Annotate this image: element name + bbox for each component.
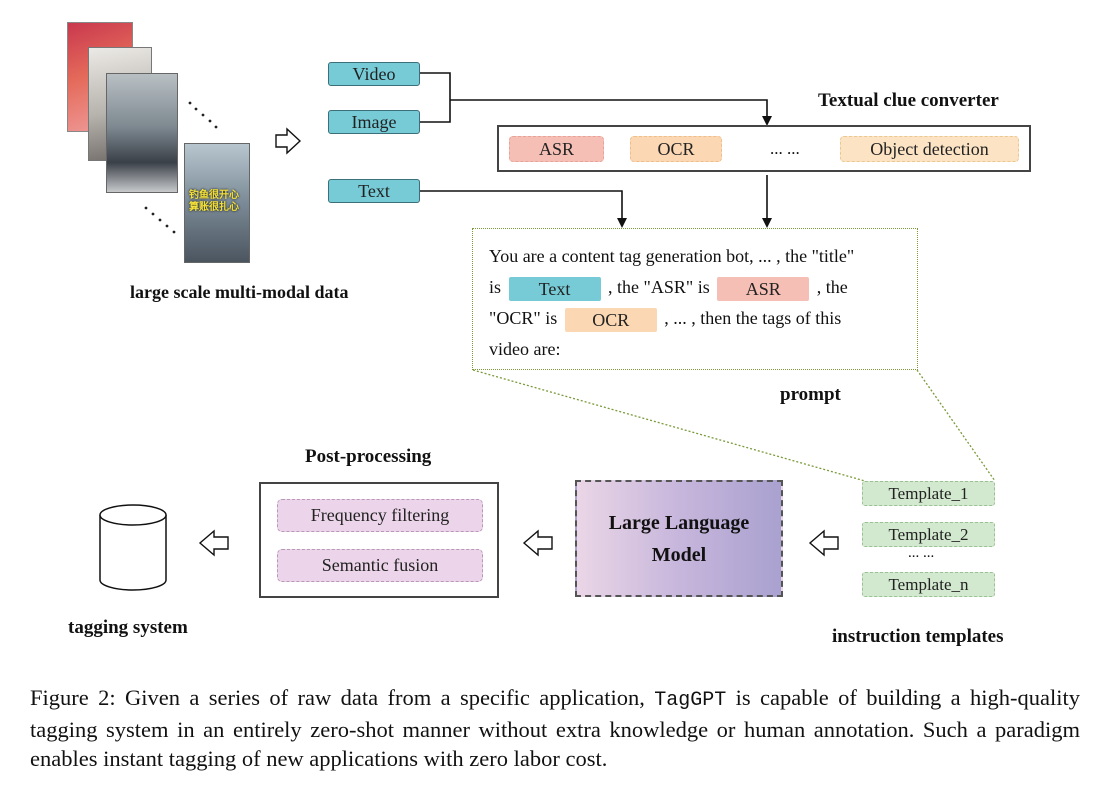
video-connector: [420, 72, 451, 100]
thumbnail-3: [106, 73, 178, 193]
template-n: Template_n: [862, 572, 995, 597]
data-label: large scale multi-modal data: [130, 282, 349, 302]
converter-object-detection: Object detection: [840, 136, 1019, 162]
caption-suffix: is capable of building a high-quality ta…: [30, 685, 1080, 771]
figure-caption: Figure 2: Given a series of raw data fro…: [30, 683, 1080, 773]
database-icon: [99, 504, 167, 591]
semantic-fusion: Semantic fusion: [277, 549, 483, 582]
template-2: Template_2: [862, 522, 995, 547]
caption-prefix: Figure 2: Given a series of raw data fro…: [30, 685, 655, 710]
thumbnail-ellipsis-dots: [144, 101, 218, 234]
llm-box: Large Language Model: [575, 480, 783, 597]
prompt-line-4: video are:: [489, 339, 561, 359]
hollow-arrow-llm: [522, 529, 553, 557]
postprocessing-box: Frequency filtering Semantic fusion: [259, 482, 499, 598]
video-modality: Video: [328, 62, 420, 86]
media-to-converter-arrow: [450, 99, 772, 126]
prompt-chip-text: Text: [508, 276, 601, 301]
thumbnail-overlay-text: 钓鱼很开心 算账很扎心: [189, 190, 239, 213]
converter-title: Textual clue converter: [818, 90, 999, 111]
template-1: Template_1: [862, 481, 995, 506]
hollow-arrow-templates: [808, 529, 839, 557]
tagging-system-label: tagging system: [68, 617, 188, 638]
llm-label-line-1: Large Language: [608, 511, 750, 534]
templates-label: instruction templates: [832, 626, 1004, 647]
prompt-box: You are a content tag generation bot, ..…: [472, 228, 918, 370]
caption-system-name: TagGPT: [654, 689, 727, 712]
converter-ellipsis: ... ...: [770, 139, 800, 158]
prompt-line-3: "OCR" is OCR , ... , then the tags of th…: [489, 307, 842, 332]
thumbnail-4: 钓鱼很开心 算账很扎心: [184, 143, 250, 263]
converter-box: ASR OCR ... ... Object detection: [497, 125, 1031, 172]
hollow-arrow-data: [275, 127, 302, 155]
converter-ocr: OCR: [630, 136, 722, 162]
postprocessing-title: Post-processing: [305, 446, 432, 467]
llm-label-line-2: Model: [651, 543, 707, 566]
frequency-filtering: Frequency filtering: [277, 499, 483, 532]
text-modality: Text: [328, 179, 420, 203]
image-connector: [420, 100, 451, 123]
prompt-body: You are a content tag generation bot, ..…: [489, 241, 909, 365]
templates-ellipsis: ... ...: [908, 545, 935, 561]
hollow-arrow-post: [198, 529, 229, 557]
prompt-chip-ocr: OCR: [564, 307, 657, 332]
converter-asr: ASR: [509, 136, 604, 162]
prompt-line-2: is Text , the "ASR" is ASR , the: [489, 276, 848, 301]
prompt-line-1: You are a content tag generation bot, ..…: [489, 246, 855, 266]
zoom-line-right: [916, 369, 996, 482]
image-modality: Image: [328, 110, 420, 134]
text-to-prompt-arrow: [420, 190, 627, 228]
prompt-label: prompt: [780, 384, 841, 405]
prompt-chip-asr: ASR: [717, 276, 810, 301]
